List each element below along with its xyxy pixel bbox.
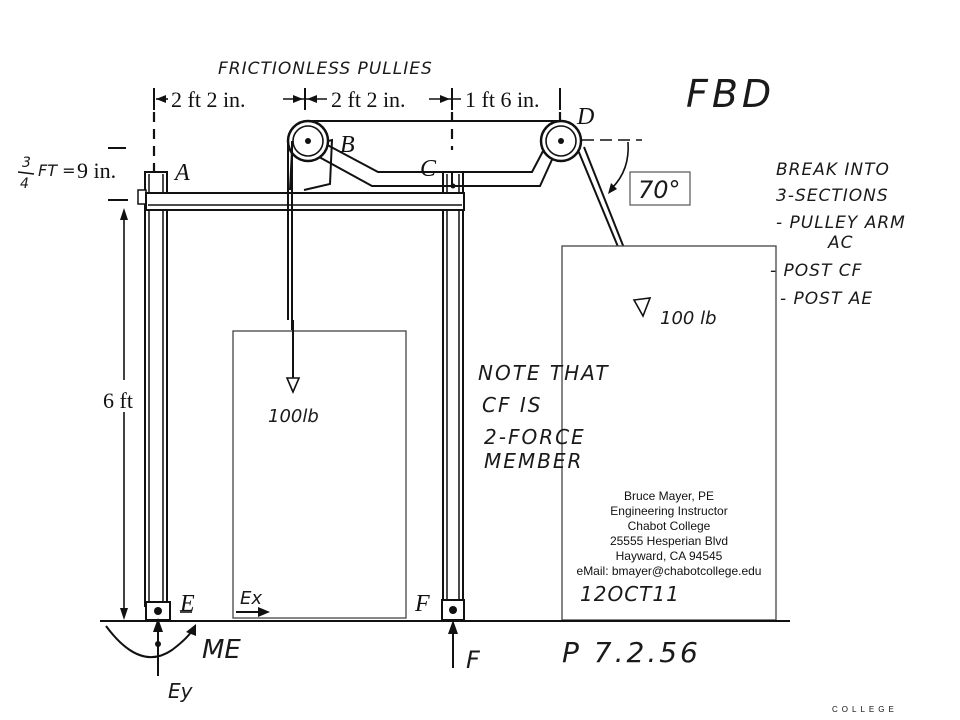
break-line-2: 3-SECTIONS: [776, 186, 889, 206]
label-e: E: [179, 591, 195, 617]
break-list: BREAK INTO 3-SECTIONS - PULLEY ARM AC - …: [770, 160, 906, 309]
note-line-4: MEMBER: [484, 449, 583, 473]
angle-box: [629, 171, 691, 206]
reaction-f-arrow: [448, 620, 458, 668]
post-cf: [442, 171, 464, 603]
dim-frac-num: 3: [22, 155, 31, 171]
reaction-ex-label: Ex: [240, 588, 262, 609]
dim-frac-den: 4: [20, 176, 29, 192]
card-line-2: Engineering Instructor: [610, 504, 727, 518]
note-line-3: 2-FORCE: [484, 425, 586, 449]
horizontal-arm: [145, 192, 465, 211]
pulley-b: [286, 119, 330, 163]
reaction-ex-arrow: [236, 607, 270, 617]
post-ae: [137, 171, 168, 607]
right-load-label: 100 lb: [660, 308, 717, 329]
break-line-4: AC: [827, 233, 854, 253]
label-a: A: [173, 160, 190, 186]
moment-me: [105, 624, 196, 659]
dim-cd: 1 ft 6 in.: [465, 87, 540, 112]
break-line-5: - POST CF: [770, 261, 862, 281]
note-line-2: CF IS: [482, 393, 542, 417]
angle-label: 70°: [638, 176, 681, 204]
card-line-1: Bruce Mayer, PE: [624, 489, 714, 503]
card-line-3: Chabot College: [628, 519, 711, 533]
top-dimension: [153, 88, 561, 110]
label-c: C: [420, 156, 437, 182]
problem-number: P 7.2.56: [562, 636, 701, 669]
right-load-block: [561, 245, 777, 621]
business-card: Bruce Mayer, PE Engineering Instructor C…: [577, 489, 762, 606]
footer-college: COLLEGE: [832, 705, 898, 714]
label-f: F: [414, 591, 430, 617]
left-load-block: [232, 330, 407, 619]
break-line-3: - PULLEY ARM: [776, 213, 906, 233]
moment-me-label: ME: [202, 635, 241, 665]
reaction-ey-arrow: [153, 618, 163, 676]
reaction-ey-label: Ey: [168, 679, 194, 703]
support-f: [441, 599, 465, 621]
fbd-label: FBD: [686, 72, 775, 116]
card-line-5: Hayward, CA 94545: [616, 549, 723, 563]
note: NOTE THAT CF IS 2-FORCE MEMBER: [478, 361, 610, 473]
dim-vertical: 9 in.: [77, 158, 116, 183]
dim-ab: 2 ft 2 in.: [171, 87, 246, 112]
break-line-1: BREAK INTO: [776, 160, 890, 180]
reaction-f-label: F: [466, 646, 481, 674]
heading-frictionless-pullies: FRICTIONLESS PULLIES: [218, 59, 433, 79]
height-dimension: [110, 208, 146, 622]
dim-hand-ft: FT =: [38, 161, 75, 180]
label-b: B: [340, 132, 355, 158]
label-d: D: [576, 104, 594, 130]
dim-bc: 2 ft 2 in.: [331, 87, 406, 112]
dim-height: 6 ft: [103, 388, 133, 413]
left-load-label: 100lb: [268, 406, 319, 427]
note-line-1: NOTE THAT: [478, 361, 610, 385]
card-date: 12OCT11: [580, 582, 680, 606]
card-line-4: 25555 Hesperian Blvd: [610, 534, 728, 548]
support-e: [145, 601, 192, 621]
pulley-d: [539, 119, 583, 163]
right-load-arrowhead: [632, 297, 652, 318]
left-load-arrow: [285, 320, 301, 395]
card-line-6: eMail: bmayer@chabotcollege.edu: [577, 564, 762, 578]
break-line-6: - POST AE: [780, 289, 873, 309]
